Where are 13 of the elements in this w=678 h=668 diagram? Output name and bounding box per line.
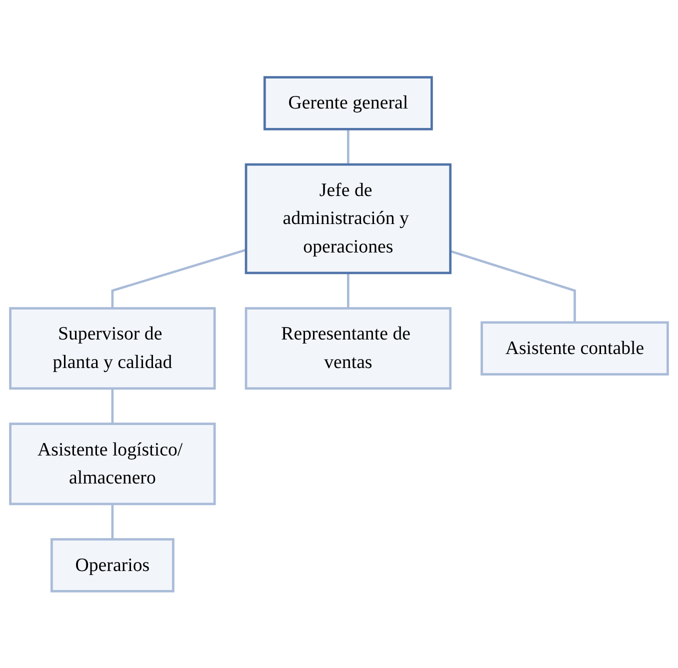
node-box: Supervisor de planta y calidad (9, 306, 216, 390)
node-box: Operarios (50, 538, 174, 592)
connector (111, 248, 246, 308)
connector (347, 272, 350, 308)
node-box: Asistente logístico/ almacenero (9, 422, 216, 505)
node-box: Asistente contable (480, 321, 669, 376)
node-box: Gerente general (263, 76, 433, 130)
connector (450, 250, 576, 322)
node-box: Jefe de administración y operaciones (244, 163, 452, 274)
node-box: Representante de ventas (244, 306, 452, 390)
connector (111, 388, 114, 424)
connector (347, 128, 350, 164)
connector (111, 504, 114, 540)
